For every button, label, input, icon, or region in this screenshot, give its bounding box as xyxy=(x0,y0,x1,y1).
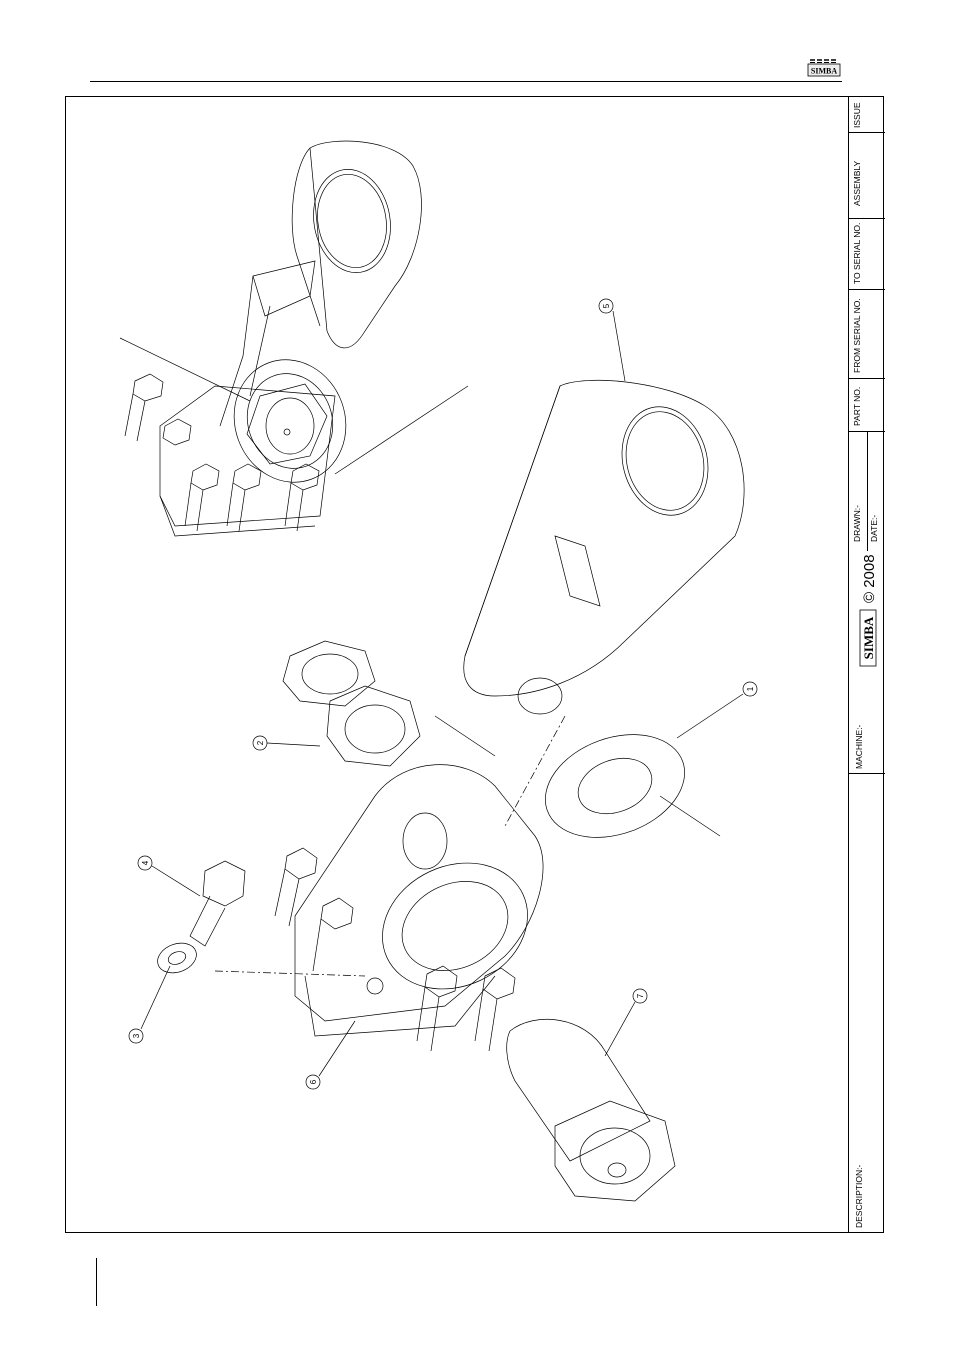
part-4-bolt xyxy=(190,861,245,946)
logo-top-text: SIMBA xyxy=(811,67,837,76)
exploded-assembly-drawing: 5 1 2 4 3 6 7 xyxy=(65,96,848,1233)
footer-rule xyxy=(96,1258,97,1306)
tb-divider xyxy=(849,289,885,290)
tb-date-label: DATE:- xyxy=(869,515,879,542)
tb-divider xyxy=(849,132,885,133)
part-7-pin xyxy=(507,1019,675,1201)
part-1-washer xyxy=(531,716,699,855)
callout-label-2: 2 xyxy=(256,740,265,745)
tb-to-serial-label: TO SERIAL NO. xyxy=(852,223,862,284)
simba-logo-icon: SIMBA xyxy=(858,608,878,668)
callout-label-1: 1 xyxy=(746,686,755,691)
part-3-washer xyxy=(153,938,200,978)
exploded-view xyxy=(153,380,744,1201)
title-block: ISSUE ASSEMBLY TO SERIAL NO. FROM SERIAL… xyxy=(848,96,885,1233)
tb-divider xyxy=(849,773,885,774)
callout-label-4: 4 xyxy=(141,860,150,865)
simba-logo-icon: SIMBA xyxy=(807,58,841,78)
tb-divider xyxy=(849,378,885,379)
callout-label-7: 7 xyxy=(636,993,645,998)
title-block-logo-text: SIMBA xyxy=(861,616,876,659)
header-rule xyxy=(90,81,842,82)
assembled-view xyxy=(120,141,468,536)
tb-issue-label: ISSUE xyxy=(852,102,862,128)
tb-copyright: © 2008 xyxy=(861,554,878,603)
callout-label-6: 6 xyxy=(309,1079,318,1084)
tb-drawn-label: DRAWN:- xyxy=(852,505,862,542)
tb-assembly-label: ASSEMBLY xyxy=(852,161,862,206)
tb-divider xyxy=(849,218,885,219)
part-6-bracket xyxy=(275,765,548,1051)
callout-label-3: 3 xyxy=(132,1033,141,1038)
tb-inner-divider xyxy=(867,431,868,551)
callout-label-5: 5 xyxy=(602,303,611,308)
tb-description-label: DESCRIPTION:- xyxy=(854,1165,864,1228)
part-5-eye-link xyxy=(464,380,744,696)
part-2-nuts xyxy=(283,641,420,766)
tb-machine-label: MACHINE:- xyxy=(854,725,864,769)
assembled-bolts xyxy=(125,374,319,531)
tb-from-serial-label: FROM SERIAL NO. xyxy=(852,298,862,373)
tb-part-no-label: PART NO. xyxy=(852,387,862,426)
